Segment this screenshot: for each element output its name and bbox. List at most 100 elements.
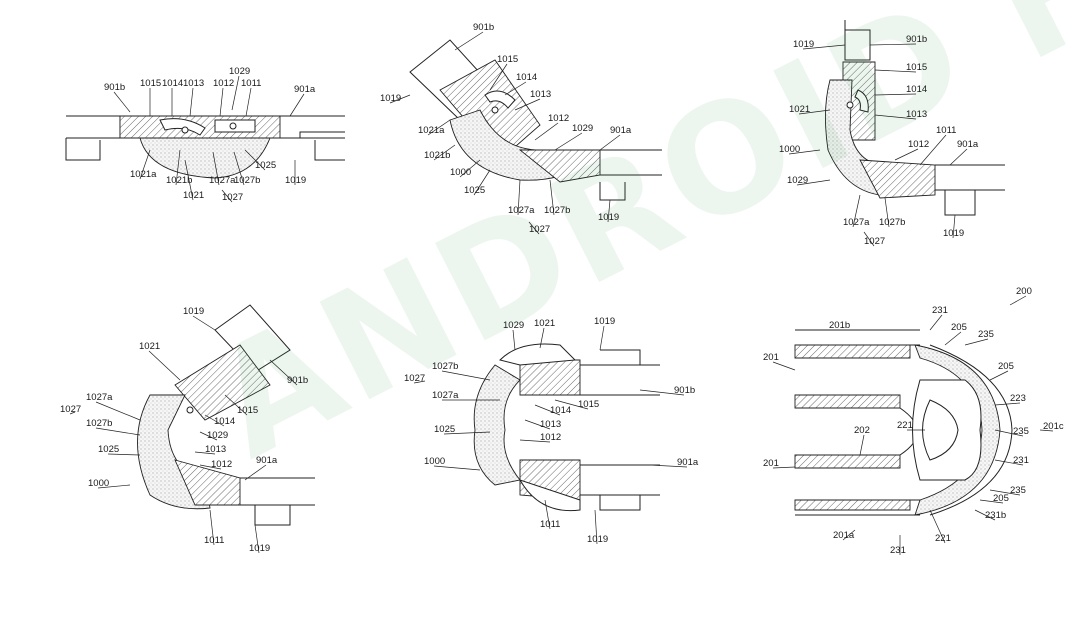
reference-label: 1027	[60, 404, 81, 415]
reference-label: 231	[890, 545, 906, 556]
reference-label: 1019	[249, 543, 270, 554]
reference-label: 1013	[183, 78, 204, 89]
reference-label: 901a	[256, 455, 278, 466]
reference-label: 221	[935, 533, 951, 544]
reference-label: 901a	[610, 125, 632, 136]
reference-label: 221	[897, 420, 913, 431]
reference-label: 901a	[677, 457, 699, 468]
leader-line	[1010, 296, 1026, 305]
reference-label: 1015	[578, 399, 599, 410]
leader-line	[950, 149, 967, 165]
reference-label: 1000	[779, 144, 800, 155]
reference-label: 1019	[380, 93, 401, 104]
reference-label: 1025	[464, 185, 485, 196]
reference-label: 1027a	[508, 205, 535, 216]
reference-label: 1014	[214, 416, 235, 427]
reference-label: 1021	[789, 104, 810, 115]
reference-label: 1025	[434, 424, 455, 435]
reference-label: 1029	[207, 430, 228, 441]
reference-label: 1013	[530, 89, 551, 100]
reference-label: 901a	[294, 84, 316, 95]
reference-label: 223	[1010, 393, 1026, 404]
reference-label: 1027b	[879, 217, 905, 228]
reference-label: 1014	[516, 72, 537, 83]
leader-line	[930, 315, 942, 330]
reference-label: 901b	[104, 82, 125, 93]
reference-label: 1014	[906, 84, 927, 95]
reference-label: 1027b	[544, 205, 570, 216]
leader-line	[246, 88, 251, 116]
reference-label: 1019	[793, 39, 814, 50]
reference-label: 1019	[598, 212, 619, 223]
reference-label: 205	[998, 361, 1014, 372]
reference-label: 201c	[1043, 421, 1064, 432]
reference-label: 1011	[540, 519, 560, 530]
reference-label: 1027	[404, 373, 425, 384]
reference-label: 901b	[287, 375, 308, 386]
reference-label: 1013	[205, 444, 226, 455]
reference-label: 1027b	[86, 418, 112, 429]
reference-label: 1027	[222, 192, 243, 203]
reference-label: 202	[854, 425, 870, 436]
reference-label: 1021a	[130, 169, 157, 180]
reference-label: 1025	[98, 444, 119, 455]
reference-label: 901b	[473, 22, 494, 33]
reference-label: 1012	[540, 432, 561, 443]
leader-line	[190, 88, 193, 116]
reference-label: 205	[993, 493, 1009, 504]
reference-label: 1027b	[234, 175, 260, 186]
reference-label: 1021a	[418, 125, 445, 136]
reference-label: 1027a	[209, 175, 236, 186]
leader-line	[96, 428, 140, 435]
reference-label: 235	[1013, 426, 1029, 437]
reference-label: 1014	[162, 78, 183, 89]
reference-label: 1027a	[843, 217, 870, 228]
reference-label: 200	[1016, 286, 1032, 297]
reference-label: 235	[1010, 485, 1026, 496]
reference-label: 1029	[787, 175, 808, 186]
reference-label: 1000	[450, 167, 471, 178]
reference-label: 231b	[985, 510, 1006, 521]
reference-label: 1029	[503, 320, 524, 331]
reference-label: 1027b	[432, 361, 458, 372]
reference-label: 1012	[211, 459, 232, 470]
reference-label: 1012	[908, 139, 929, 150]
reference-label: 1014	[550, 405, 571, 416]
reference-label: 1019	[183, 306, 204, 317]
leader-line	[290, 94, 304, 116]
reference-label: 1019	[943, 228, 964, 239]
reference-label: 201b	[829, 320, 850, 331]
reference-label: 1019	[285, 175, 306, 186]
reference-label: 1015	[237, 405, 258, 416]
leader-line	[990, 371, 1008, 380]
reference-label: 1021	[534, 318, 555, 329]
reference-label: 1019	[594, 316, 615, 327]
reference-label: 901a	[957, 139, 979, 150]
reference-label: 1000	[424, 456, 445, 467]
reference-label: 1015	[140, 78, 161, 89]
leader-line	[860, 435, 864, 455]
reference-label: 231	[932, 305, 948, 316]
reference-label: 1027	[864, 236, 885, 247]
leader-line	[114, 92, 130, 112]
reference-label: 1029	[572, 123, 593, 134]
reference-label: 1011	[204, 535, 224, 546]
reference-label: 205	[951, 322, 967, 333]
leader-line	[149, 351, 180, 380]
reference-label: 235	[978, 329, 994, 340]
reference-label: 1000	[88, 478, 109, 489]
reference-label: 1011	[936, 125, 956, 136]
reference-label: 201	[763, 352, 779, 363]
leader-line	[220, 88, 223, 116]
reference-label: 1019	[587, 534, 608, 545]
fig-flat	[66, 116, 345, 178]
reference-label: 1013	[540, 419, 561, 430]
reference-label: 1025	[255, 160, 276, 171]
reference-label: 1011	[241, 78, 261, 89]
reference-label: 231	[1013, 455, 1029, 466]
leader-line	[600, 326, 604, 350]
leader-line	[945, 332, 961, 345]
reference-label: 1027a	[432, 390, 459, 401]
reference-label: 1015	[497, 54, 518, 65]
